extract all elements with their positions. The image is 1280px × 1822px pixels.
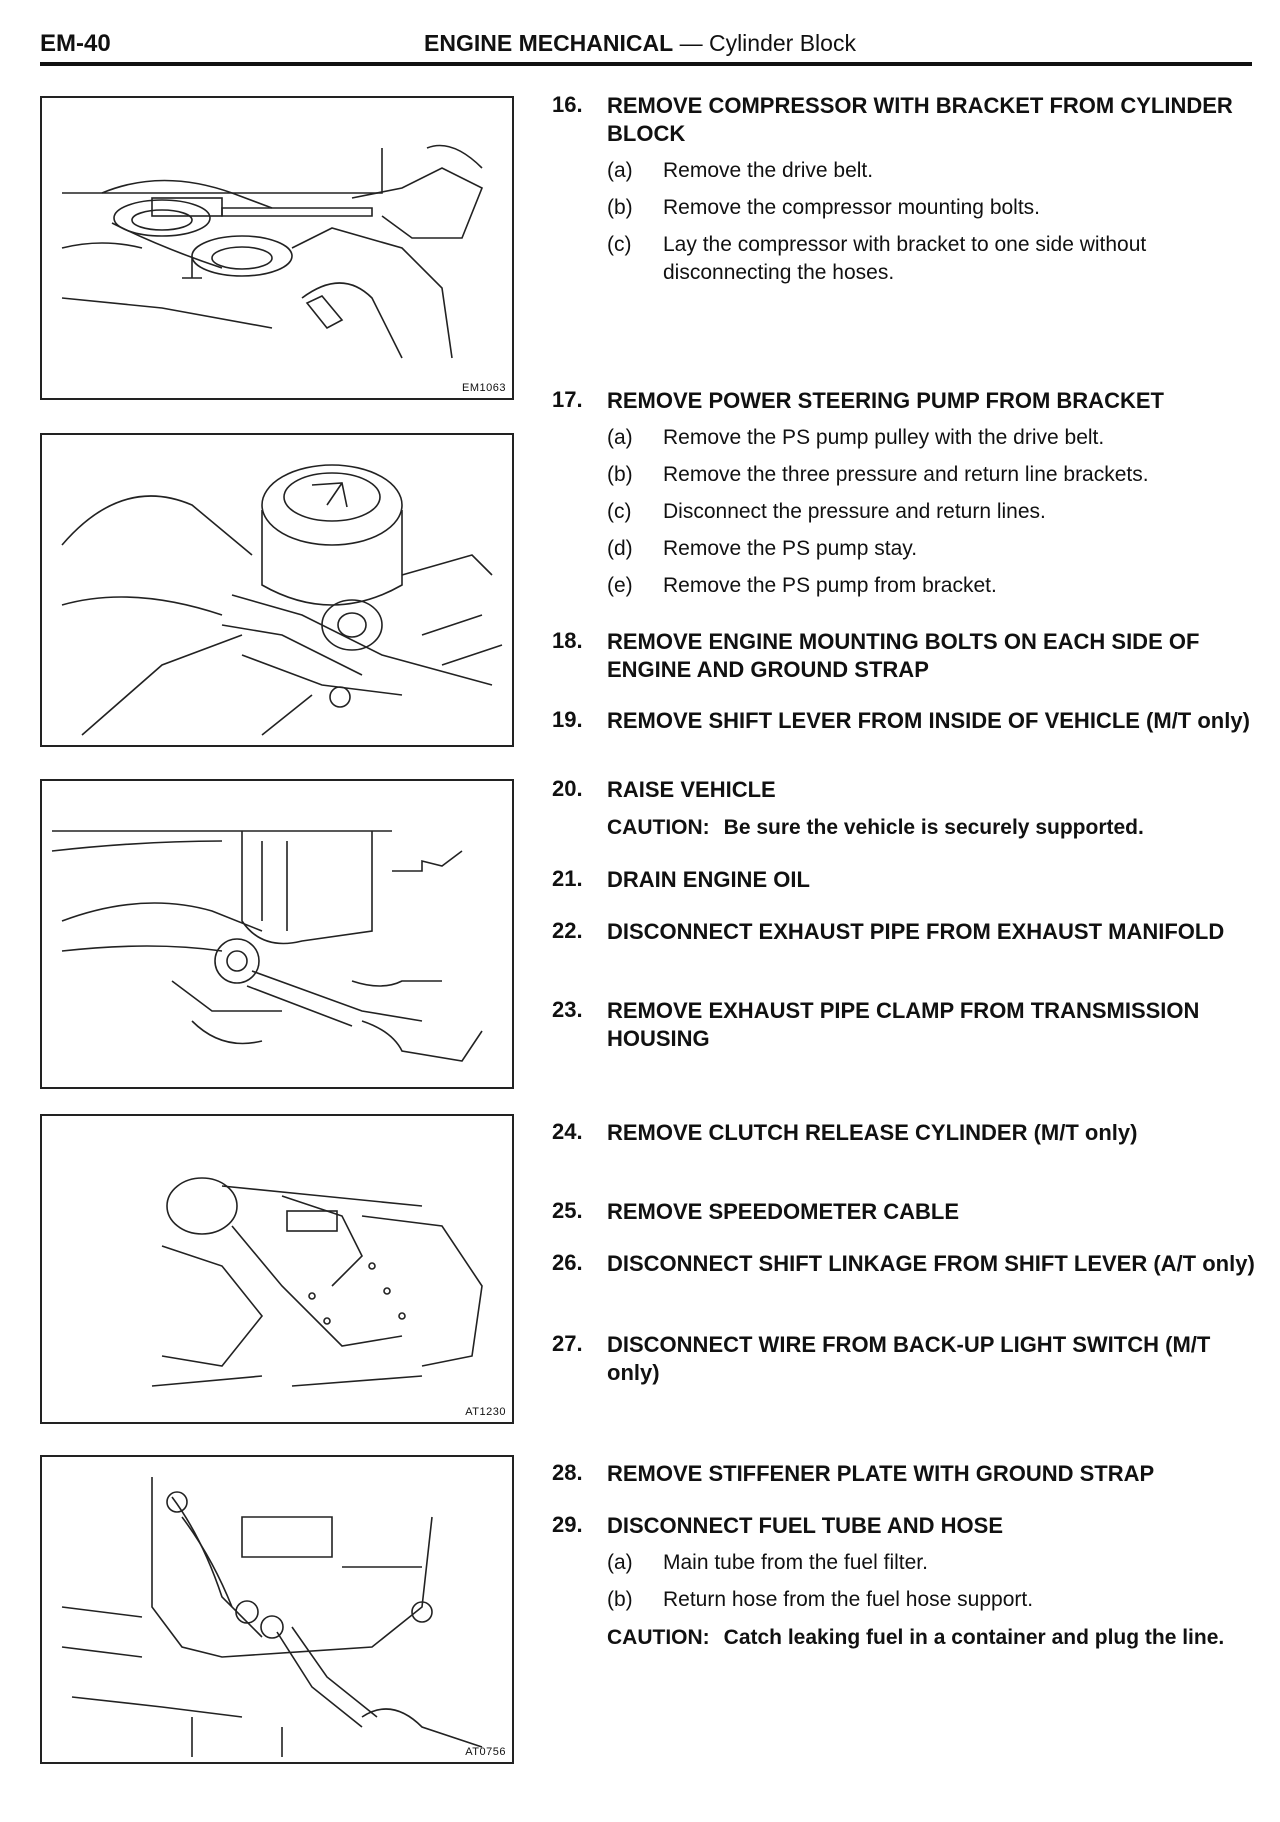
figure-stiffener-plate-illustration: AT0756 xyxy=(40,1455,514,1764)
substep-text: Remove the PS pump pulley with the drive… xyxy=(663,426,1105,449)
step-number: 29. xyxy=(552,1512,583,1537)
step-title: RAISE VEHICLE xyxy=(607,777,776,802)
step-title: REMOVE ENGINE MOUNTING BOLTS ON EACH SID… xyxy=(607,629,1200,682)
section-title: ENGINE MECHANICAL xyxy=(424,30,674,56)
step-27: 27. DISCONNECT WIRE FROM BACK-UP LIGHT S… xyxy=(552,1331,1258,1387)
step-number: 16. xyxy=(552,92,583,117)
step-title: REMOVE POWER STEERING PUMP FROM BRACKET xyxy=(607,388,1164,413)
caution-text: Be sure the vehicle is securely supporte… xyxy=(723,816,1144,839)
step-20: 20. RAISE VEHICLE CAUTION: Be sure the ve… xyxy=(552,776,1258,842)
substep-label: (c) xyxy=(607,500,632,523)
step-title: DISCONNECT SHIFT LINKAGE FROM SHIFT LEVE… xyxy=(607,1251,1255,1276)
substep-text: Remove the PS pump stay. xyxy=(663,537,918,560)
step-number: 26. xyxy=(552,1250,583,1275)
title-separator: — xyxy=(679,30,703,56)
substep: (c) Disconnect the pressure and return li… xyxy=(607,498,1258,526)
step-16: 16. REMOVE COMPRESSOR WITH BRACKET FROM … xyxy=(552,92,1258,287)
caution-text: Catch leaking fuel in a container and pl… xyxy=(723,1626,1225,1649)
step-21: 21. DRAIN ENGINE OIL xyxy=(552,866,1258,894)
step-title: REMOVE SPEEDOMETER CABLE xyxy=(607,1199,960,1224)
step-title: DISCONNECT EXHAUST PIPE FROM EXHAUST MAN… xyxy=(607,919,1225,944)
step-title: REMOVE STIFFENER PLATE WITH GROUND STRAP xyxy=(607,1461,1155,1486)
step-number: 19. xyxy=(552,707,583,732)
substep: (c) Lay the compressor with bracket to on… xyxy=(607,231,1258,287)
step-28: 28. REMOVE STIFFENER PLATE WITH GROUND S… xyxy=(552,1460,1258,1488)
caution-label: CAUTION: xyxy=(607,1626,710,1649)
step-18: 18. REMOVE ENGINE MOUNTING BOLTS ON EACH… xyxy=(552,628,1258,684)
caution-note: CAUTION: Catch leaking fuel in a containe… xyxy=(607,1624,1258,1652)
step-title: DISCONNECT WIRE FROM BACK-UP LIGHT SWITC… xyxy=(607,1332,1211,1385)
step-title: DRAIN ENGINE OIL xyxy=(607,867,810,892)
step-19: 19. REMOVE SHIFT LEVER FROM INSIDE OF VE… xyxy=(552,707,1258,735)
step-25: 25. REMOVE SPEEDOMETER CABLE xyxy=(552,1198,1258,1226)
caution-label: CAUTION: xyxy=(607,816,710,839)
substep-text: Disconnect the pressure and return lines… xyxy=(663,500,1046,523)
page-title: ENGINE MECHANICAL — Cylinder Block xyxy=(424,30,856,57)
step-title: DISCONNECT FUEL TUBE AND HOSE xyxy=(607,1513,1004,1538)
figure-ps-pump-illustration xyxy=(40,433,514,747)
figure-compressor-illustration: EM1063 xyxy=(40,96,514,400)
substep: (b) Return hose from the fuel hose suppor… xyxy=(607,1586,1258,1614)
step-number: 25. xyxy=(552,1198,583,1223)
substep: (e) Remove the PS pump from bracket. xyxy=(607,572,1258,600)
figure-code: AT0756 xyxy=(465,1746,506,1758)
substep: (b) Remove the compressor mounting bolts. xyxy=(607,194,1258,222)
step-29: 29. DISCONNECT FUEL TUBE AND HOSE (a) Mai… xyxy=(552,1512,1258,1652)
step-17: 17. REMOVE POWER STEERING PUMP FROM BRAC… xyxy=(552,387,1258,600)
substep-label: (c) xyxy=(607,233,632,256)
subsection-title: Cylinder Block xyxy=(708,30,856,56)
substep-label: (b) xyxy=(607,463,633,486)
step-26: 26. DISCONNECT SHIFT LINKAGE FROM SHIFT … xyxy=(552,1250,1258,1278)
substep: (b) Remove the three pressure and return … xyxy=(607,461,1258,489)
step-number: 28. xyxy=(552,1460,583,1485)
page-number: EM-40 xyxy=(40,30,111,57)
page-header: EM-40 ENGINE MECHANICAL — Cylinder Block xyxy=(40,22,1252,66)
step-number: 23. xyxy=(552,997,583,1022)
substep: (a) Main tube from the fuel filter. xyxy=(607,1549,1258,1577)
substep: (a) Remove the PS pump pulley with the dr… xyxy=(607,424,1258,452)
substep-text: Remove the drive belt. xyxy=(663,159,874,182)
step-22: 22. DISCONNECT EXHAUST PIPE FROM EXHAUST… xyxy=(552,918,1258,946)
step-number: 21. xyxy=(552,866,583,891)
substep: (d) Remove the PS pump stay. xyxy=(607,535,1258,563)
step-number: 24. xyxy=(552,1119,583,1144)
substep-text: Remove the compressor mounting bolts. xyxy=(663,196,1041,219)
substep-label: (d) xyxy=(607,537,633,560)
substep: (a) Remove the drive belt. xyxy=(607,157,1258,185)
figure-code: EM1063 xyxy=(462,382,506,394)
step-title: REMOVE EXHAUST PIPE CLAMP FROM TRANSMISS… xyxy=(607,998,1200,1051)
substep-label: (a) xyxy=(607,159,633,182)
step-title: REMOVE CLUTCH RELEASE CYLINDER (M/T only… xyxy=(607,1120,1138,1145)
step-number: 18. xyxy=(552,628,583,653)
substep-text: Main tube from the fuel filter. xyxy=(663,1551,928,1574)
figure-exhaust-pipe-illustration xyxy=(40,779,514,1089)
figure-code: AT1230 xyxy=(465,1406,506,1418)
step-title: REMOVE COMPRESSOR WITH BRACKET FROM CYLI… xyxy=(607,93,1233,146)
substep-text: Return hose from the fuel hose support. xyxy=(663,1588,1034,1611)
step-number: 20. xyxy=(552,776,583,801)
substep-label: (a) xyxy=(607,426,633,449)
step-number: 22. xyxy=(552,918,583,943)
step-24: 24. REMOVE CLUTCH RELEASE CYLINDER (M/T … xyxy=(552,1119,1258,1147)
substep-text: Remove the three pressure and return lin… xyxy=(663,463,1149,486)
step-23: 23. REMOVE EXHAUST PIPE CLAMP FROM TRANS… xyxy=(552,997,1258,1053)
step-number: 27. xyxy=(552,1331,583,1356)
substep-text: Remove the PS pump from bracket. xyxy=(663,574,997,597)
figure-clutch-cylinder-illustration: AT1230 xyxy=(40,1114,514,1424)
substep-text: Lay the compressor with bracket to one s… xyxy=(663,233,1147,284)
substep-label: (a) xyxy=(607,1551,633,1574)
step-number: 17. xyxy=(552,387,583,412)
substep-label: (b) xyxy=(607,1588,633,1611)
step-title: REMOVE SHIFT LEVER FROM INSIDE OF VEHICL… xyxy=(607,708,1250,733)
substep-label: (b) xyxy=(607,196,633,219)
substep-label: (e) xyxy=(607,574,633,597)
caution-note: CAUTION: Be sure the vehicle is securely … xyxy=(607,814,1258,842)
